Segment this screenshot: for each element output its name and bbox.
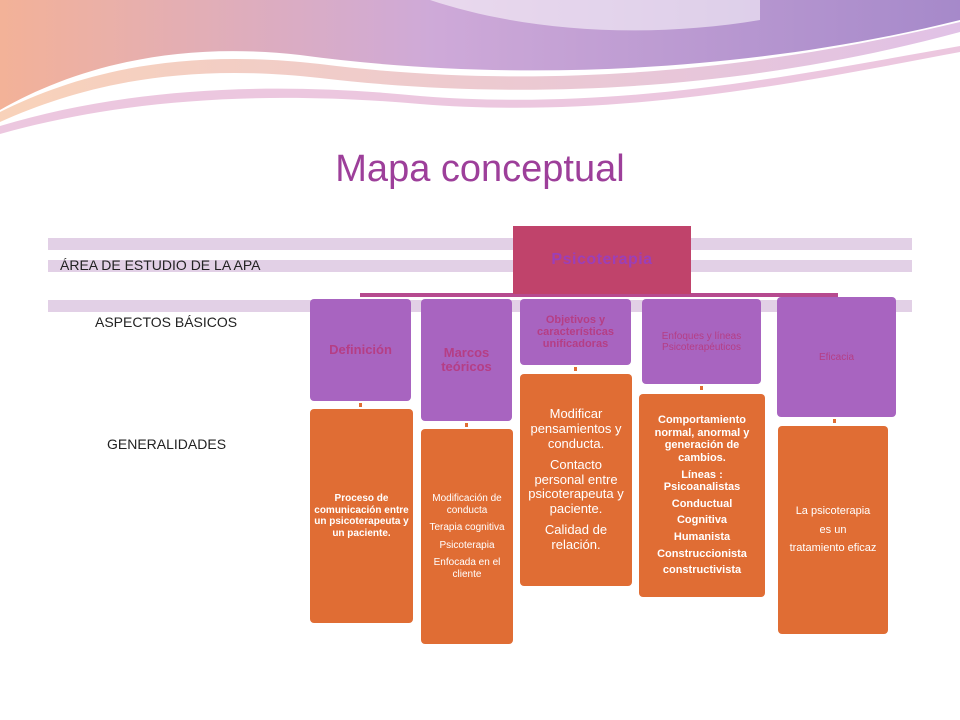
detail-text: Contacto personal entre psicoterapeuta y… [528,456,624,517]
detail-objetivos: Modificar pensamientos y conducta. Conta… [520,374,632,586]
connector [359,403,362,407]
row-label-area: ÁREA DE ESTUDIO DE LA APA [60,257,261,273]
connector [465,423,468,427]
category-enfoques: Enfoques y líneas Psicoterapéuticos [642,299,761,384]
detail-text: La psicoterapia [795,505,871,518]
detail-text: Líneas : Psicoanalistas [663,468,741,494]
detail-text: Modificación de conducta [432,493,502,516]
detail-eficacia: La psicoterapia es un tratamiento eficaz [778,426,888,634]
detail-enfoques: Comportamiento normal, anormal y generac… [639,394,765,597]
detail-text: Calidad de relación. [544,522,608,553]
category-marcos-teoricos: Marcos teóricos [421,299,512,421]
connector [574,367,577,371]
decorative-header-swoosh [0,0,960,134]
page-title: Mapa conceptual [335,148,625,190]
detail-definicion: Proceso de comunicación entre un psicote… [310,409,413,623]
detail-text: Psicoterapia [439,539,495,551]
connector [833,419,836,423]
category-eficacia: Eficacia [777,297,896,417]
row-band-2 [48,260,912,272]
detail-text: Conductual [671,497,733,510]
detail-marcos-teoricos: Modificación de conducta Terapia cogniti… [421,429,513,644]
detail-text: es un [819,523,847,536]
category-objetivos: Objetivos y características unificadoras [520,299,631,365]
row-label-aspectos: ASPECTOS BÁSICOS [95,314,238,330]
category-definicion: Definición [310,299,411,401]
connector [700,386,703,390]
row-band-1 [48,238,912,250]
row-label-generalidades: GENERALIDADES [107,436,227,452]
detail-text: Enfocada en el cliente [433,557,501,580]
detail-text: Humanista [673,531,731,544]
detail-text: Construccionista [657,547,747,560]
detail-text: Comportamiento normal, anormal y generac… [654,413,750,464]
detail-text: Terapia cognitiva [429,522,505,533]
detail-text: constructivista [662,564,742,577]
detail-text: tratamiento eficaz [789,542,877,555]
detail-text: Proceso de comunicación entre un psicote… [314,493,409,539]
detail-text: Modificar pensamientos y conducta. [530,405,622,451]
detail-text: Cognitiva [676,514,728,527]
root-connector [360,293,838,297]
root-node: Psicoterapia [513,226,691,294]
